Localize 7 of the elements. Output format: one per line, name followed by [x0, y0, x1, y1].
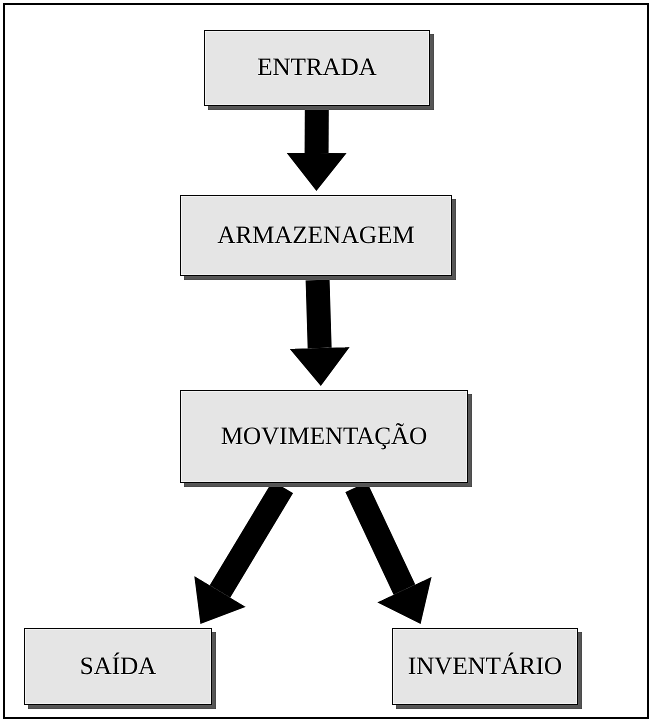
box-label: INVENTÁRIO [408, 652, 562, 682]
box-label: MOVIMENTAÇÃO [220, 422, 428, 452]
box-label: SAÍDA [80, 652, 156, 682]
block-arrow [290, 280, 350, 386]
box-label: ENTRADA [257, 53, 377, 84]
block-arrow [286, 110, 347, 191]
box-label: ARMAZENAGEM [217, 220, 415, 251]
